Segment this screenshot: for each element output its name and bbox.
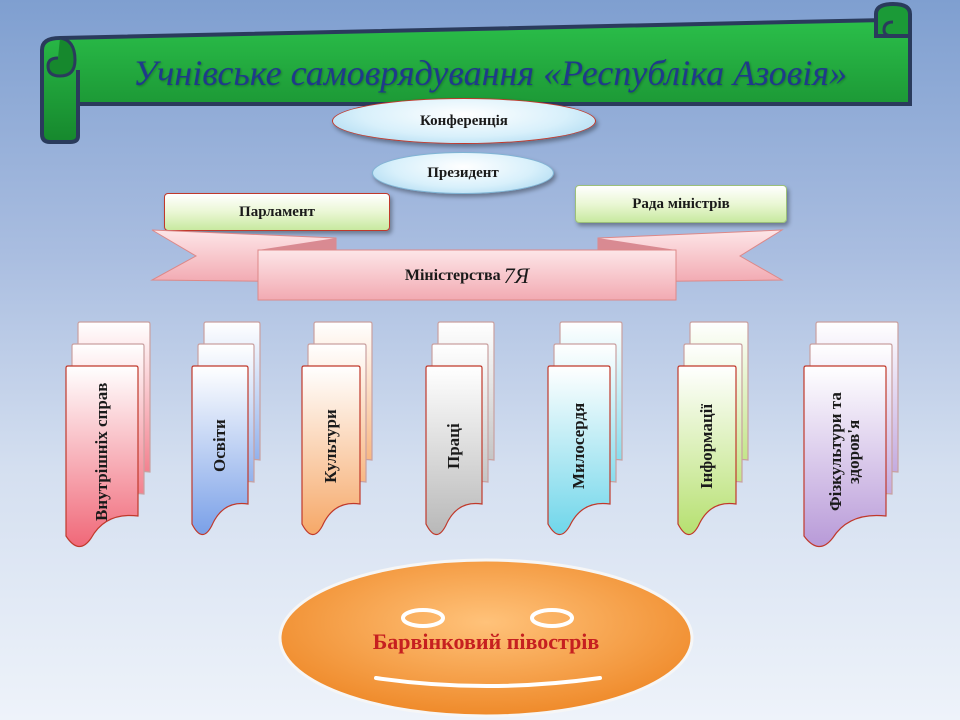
card-layer-3 (547, 365, 611, 536)
card-layer-3 (803, 365, 887, 548)
department-card-4: Праці (425, 321, 514, 582)
department-card-7: Фізкультури та здоров'я (803, 321, 918, 594)
council-box: Рада міністрів (575, 185, 787, 223)
department-card-shape (301, 321, 373, 536)
conference-oval: Конференція (332, 98, 596, 144)
left-eye (401, 608, 445, 628)
department-card-shape (65, 321, 151, 548)
department-card-shape (803, 321, 899, 548)
card-layer-3 (677, 365, 737, 536)
department-card-2: Освіти (191, 321, 280, 582)
department-card-shape (425, 321, 495, 536)
card-layer-3 (191, 365, 249, 536)
department-card-3: Культури (301, 321, 392, 582)
parliament-box: Парламент (164, 193, 390, 231)
department-card-6: Інформації (677, 321, 768, 582)
department-card-1: Внутрішніх справ (65, 321, 170, 594)
ministries-text: Міністерства (404, 267, 501, 284)
page-title: Учнівське самоврядування «Республіка Азо… (132, 53, 848, 93)
card-layer-3 (425, 365, 483, 536)
department-card-shape (677, 321, 749, 536)
island-label: Барвінковий півострів (372, 629, 600, 654)
ministries-suffix: 7Я (503, 263, 530, 288)
ministries-label: Міністерства 7Я (258, 252, 676, 300)
department-card-5: Милосердя (547, 321, 642, 582)
right-eye (530, 608, 574, 628)
card-layer-3 (65, 365, 139, 548)
smile (374, 676, 602, 688)
department-card-shape (547, 321, 623, 536)
card-layer-3 (301, 365, 361, 536)
department-card-shape (191, 321, 261, 536)
president-oval: Президент (372, 152, 554, 194)
